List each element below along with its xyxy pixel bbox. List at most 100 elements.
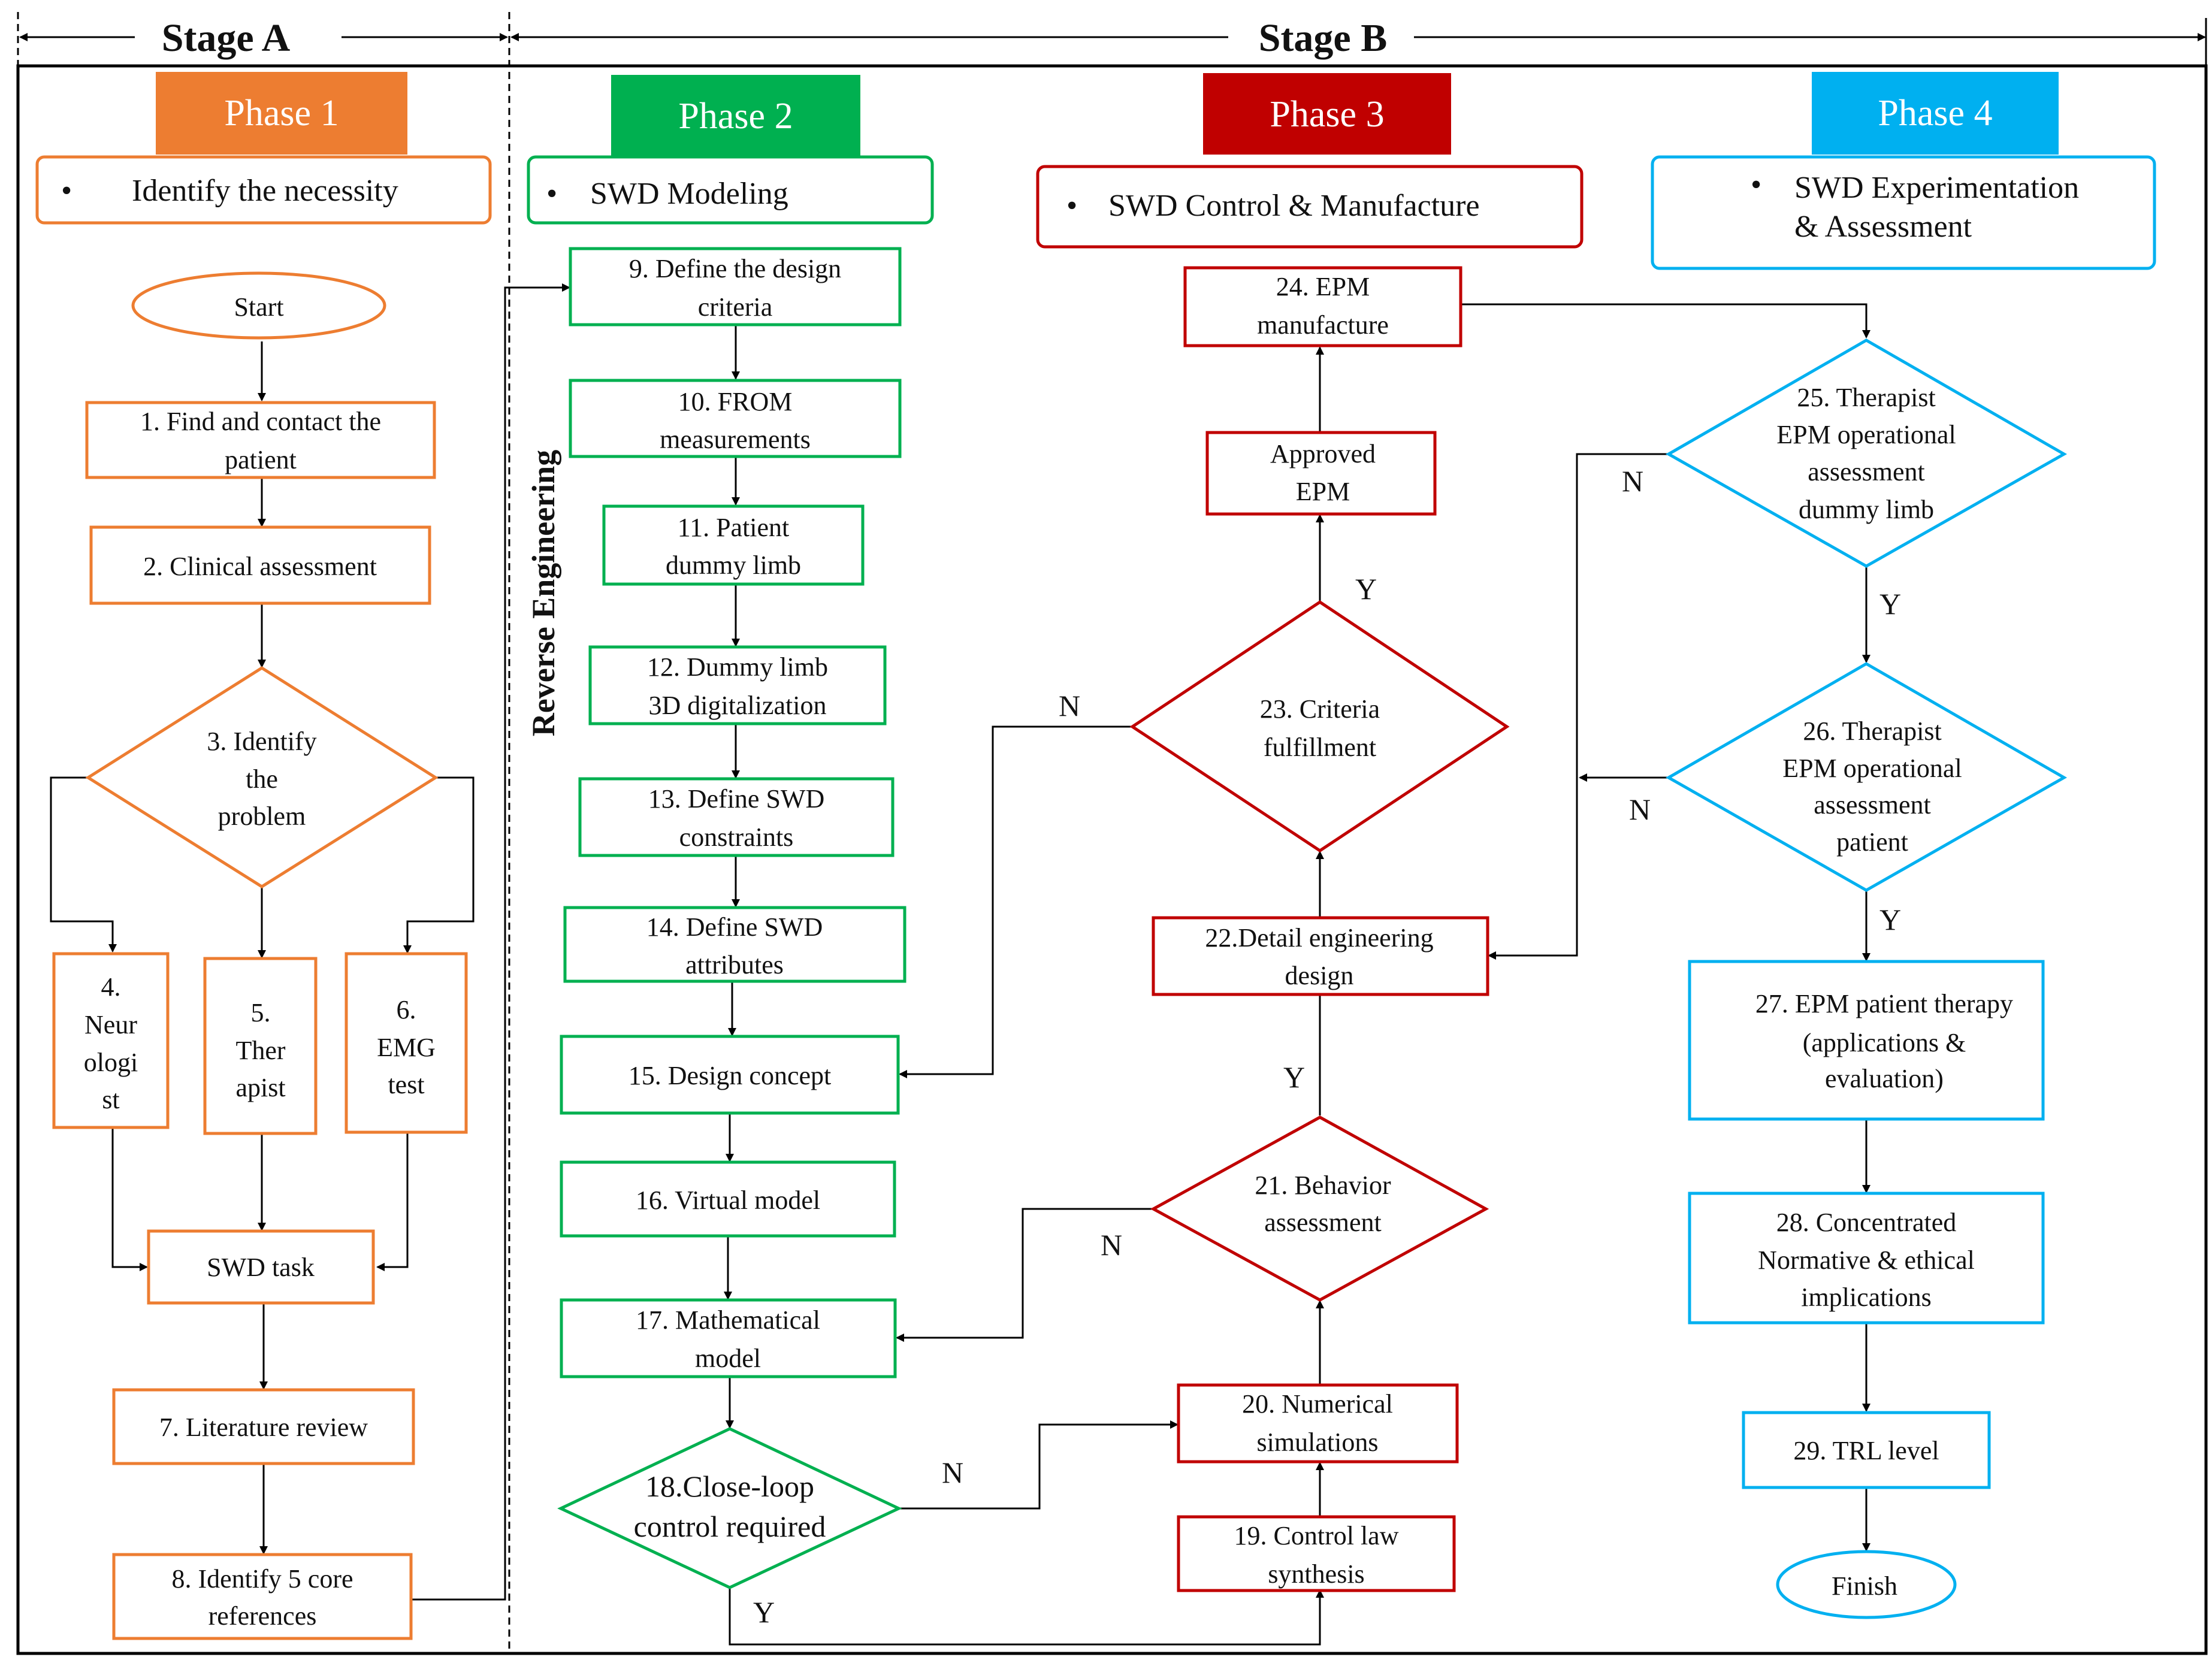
node-26-line2: EPM operational — [1782, 754, 1962, 783]
phase2-header-bg — [611, 75, 860, 156]
node-8-line1: 8. Identify 5 core — [172, 1564, 353, 1594]
node-7-box — [112, 1388, 415, 1465]
edge-n21-n17-no — [896, 1208, 1153, 1342]
node-26-line3: assessment — [1814, 790, 1931, 820]
node-3-line1: 3. Identify — [207, 727, 316, 756]
phase3-subtitle: SWD Control & Manufacture — [1108, 189, 1480, 223]
edge-n23-n15-no — [899, 725, 1132, 1078]
edge-n4-swd — [111, 1127, 148, 1271]
node-22-line1: 22.Detail engineering — [1205, 923, 1433, 953]
phase2-nodes — [557, 247, 906, 1589]
node-21-diamond — [1150, 1115, 1489, 1302]
node-25-line3: assessment — [1808, 457, 1925, 486]
phase4-subtitle-box — [1651, 155, 2156, 270]
label-n25-yes: Y — [1879, 587, 1901, 621]
node-27-line2: (applications & — [1803, 1028, 1966, 1057]
phase2-subtitle-box — [527, 155, 934, 225]
node-9-line2: criteria — [698, 292, 773, 322]
start-label: Start — [234, 292, 283, 322]
node-6-box — [345, 952, 468, 1134]
node-8-line2: references — [208, 1601, 317, 1631]
stage-b-label: Stage B — [1259, 16, 1388, 60]
phase3-subtitle-box — [1036, 165, 1584, 249]
node-21-line1: 21. Behavior — [1255, 1171, 1391, 1200]
node-19-box — [1177, 1515, 1456, 1592]
node-20-box — [1177, 1383, 1459, 1464]
phase3-title: Phase 3 — [1270, 94, 1384, 135]
edge-n18-n19-yes — [729, 1588, 1324, 1646]
node-6-line2: EMG — [377, 1033, 436, 1062]
node-20-line1: 20. Numerical — [1242, 1389, 1393, 1419]
node-10-line2: measurements — [660, 425, 811, 454]
finish-terminal — [1776, 1550, 1957, 1619]
node-29-box — [1742, 1411, 1991, 1489]
label-n21-yes: Y — [1283, 1060, 1305, 1094]
node-28-line1: 28. Concentrated — [1776, 1208, 1957, 1237]
node-9-line1: 9. Define the design — [629, 254, 841, 283]
node-25-line1: 25. Therapist — [1797, 383, 1935, 412]
node-5-line3: apist — [235, 1073, 285, 1102]
phase2-bullet: • — [546, 177, 557, 211]
edge-n25-n22-no — [1488, 453, 1669, 960]
swd-task-box — [147, 1229, 375, 1305]
approved-line2: EPM — [1296, 477, 1350, 506]
node-17-line1: 17. Mathematical — [636, 1305, 820, 1335]
node-11-box — [602, 504, 865, 586]
node-13-line2: constraints — [679, 823, 794, 852]
reverse-engineering-label: Reverse Engineering — [525, 450, 561, 736]
node-18-diamond — [557, 1427, 902, 1589]
edge-n6-swd — [376, 1132, 409, 1271]
node-18-line2: control required — [634, 1510, 826, 1543]
node-12-line2: 3D digitalization — [649, 691, 827, 720]
node-11-line2: dummy limb — [666, 551, 801, 580]
node-24-line2: manufacture — [1257, 310, 1389, 340]
node-8-box — [112, 1553, 413, 1640]
node-4-line3: ologi — [84, 1048, 138, 1077]
node-15-box — [560, 1035, 900, 1115]
phase4-header-bg — [1812, 72, 2059, 155]
phase4-subtitle-line2: & Assessment — [1794, 210, 1972, 244]
phase1-title: Phase 1 — [224, 93, 339, 134]
node-15-label: 15. Design concept — [628, 1061, 831, 1090]
phase3-nodes — [1129, 266, 1510, 1592]
phase1-header-bg — [156, 72, 407, 155]
node-4-box — [52, 952, 170, 1129]
phase3-bullet: • — [1066, 189, 1077, 223]
node-6-line3: test — [388, 1070, 424, 1099]
node-23-line1: 23. Criteria — [1260, 694, 1380, 724]
node-4-line4: st — [102, 1085, 119, 1114]
node-24-box — [1183, 266, 1462, 347]
node-12-box — [588, 645, 887, 725]
phase1-subtitle-box — [35, 155, 492, 225]
phase1-subtitle: Identify the necessity — [132, 174, 398, 208]
node-22-line2: design — [1285, 961, 1354, 990]
approved-line1: Approved — [1270, 439, 1376, 468]
label-n23-no: N — [1059, 689, 1080, 722]
node-3-diamond — [85, 666, 439, 888]
node-17-line2: model — [695, 1344, 761, 1373]
label-n26-yes: Y — [1879, 903, 1901, 936]
approved-epm-box — [1205, 431, 1437, 516]
label-n26-no: N — [1629, 793, 1651, 826]
phase2-subtitle: SWD Modeling — [590, 177, 788, 211]
node-6-line1: 6. — [397, 995, 416, 1024]
label-n18-yes: Y — [753, 1595, 775, 1629]
phase1-nodes — [52, 271, 468, 1640]
node-26-line1: 26. Therapist — [1803, 716, 1941, 746]
node-1-line1: 1. Find and contact the — [140, 407, 381, 436]
connectors — [50, 283, 1870, 1646]
edge-n3-n6 — [403, 776, 475, 954]
label-n25-no: N — [1622, 464, 1643, 498]
node-12-line1: 12. Dummy limb — [647, 652, 828, 682]
phase3-header-bg — [1203, 73, 1451, 155]
node-16-label: 16. Virtual model — [636, 1186, 820, 1215]
node-28-line2: Normative & ethical — [1758, 1245, 1975, 1275]
node-3-line2: the — [246, 764, 278, 794]
node-14-box — [563, 906, 906, 983]
edge-n8-n9 — [412, 283, 570, 1601]
node-4-line2: Neur — [84, 1010, 137, 1039]
node-27-line3: evaluation) — [1825, 1064, 1944, 1093]
node-1-box — [85, 401, 436, 479]
label-n21-no: N — [1101, 1228, 1122, 1262]
node-5-line2: Ther — [235, 1036, 285, 1065]
